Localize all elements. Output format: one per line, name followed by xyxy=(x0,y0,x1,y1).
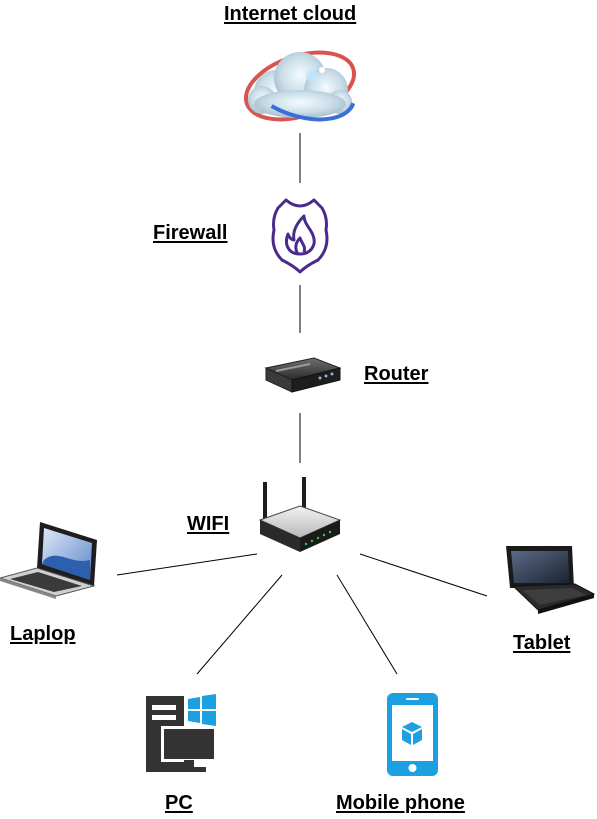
laptop-icon xyxy=(0,522,97,599)
router-icon xyxy=(264,357,342,393)
desktop-pc-icon xyxy=(146,696,217,772)
pc-label: PC xyxy=(165,792,193,814)
router-label: Router xyxy=(364,363,429,385)
windows-logo-icon xyxy=(188,694,216,726)
connectors xyxy=(116,133,488,675)
edge-wifi-tablet xyxy=(359,553,488,597)
laptop-label: Laplop xyxy=(10,623,76,645)
shield-flame-icon xyxy=(271,198,329,274)
edge-wifi-laptop xyxy=(116,553,258,576)
edge-wifi-pc xyxy=(196,574,283,675)
internet-cloud-label: Internet cloud xyxy=(224,3,357,25)
firewall-label: Firewall xyxy=(153,222,228,244)
wifi-label: WIFI xyxy=(187,513,230,535)
globe-cloud-icon xyxy=(243,50,357,122)
cube-app-icon xyxy=(402,722,422,745)
tablet-label: Tablet xyxy=(513,632,571,654)
mobile-phone-label: Mobile phone xyxy=(336,792,465,814)
mobile-phone-icon xyxy=(387,693,438,776)
edge-wifi-mobile xyxy=(336,574,398,675)
tablet-icon xyxy=(506,546,596,614)
wifi-access-point-icon xyxy=(258,477,342,552)
